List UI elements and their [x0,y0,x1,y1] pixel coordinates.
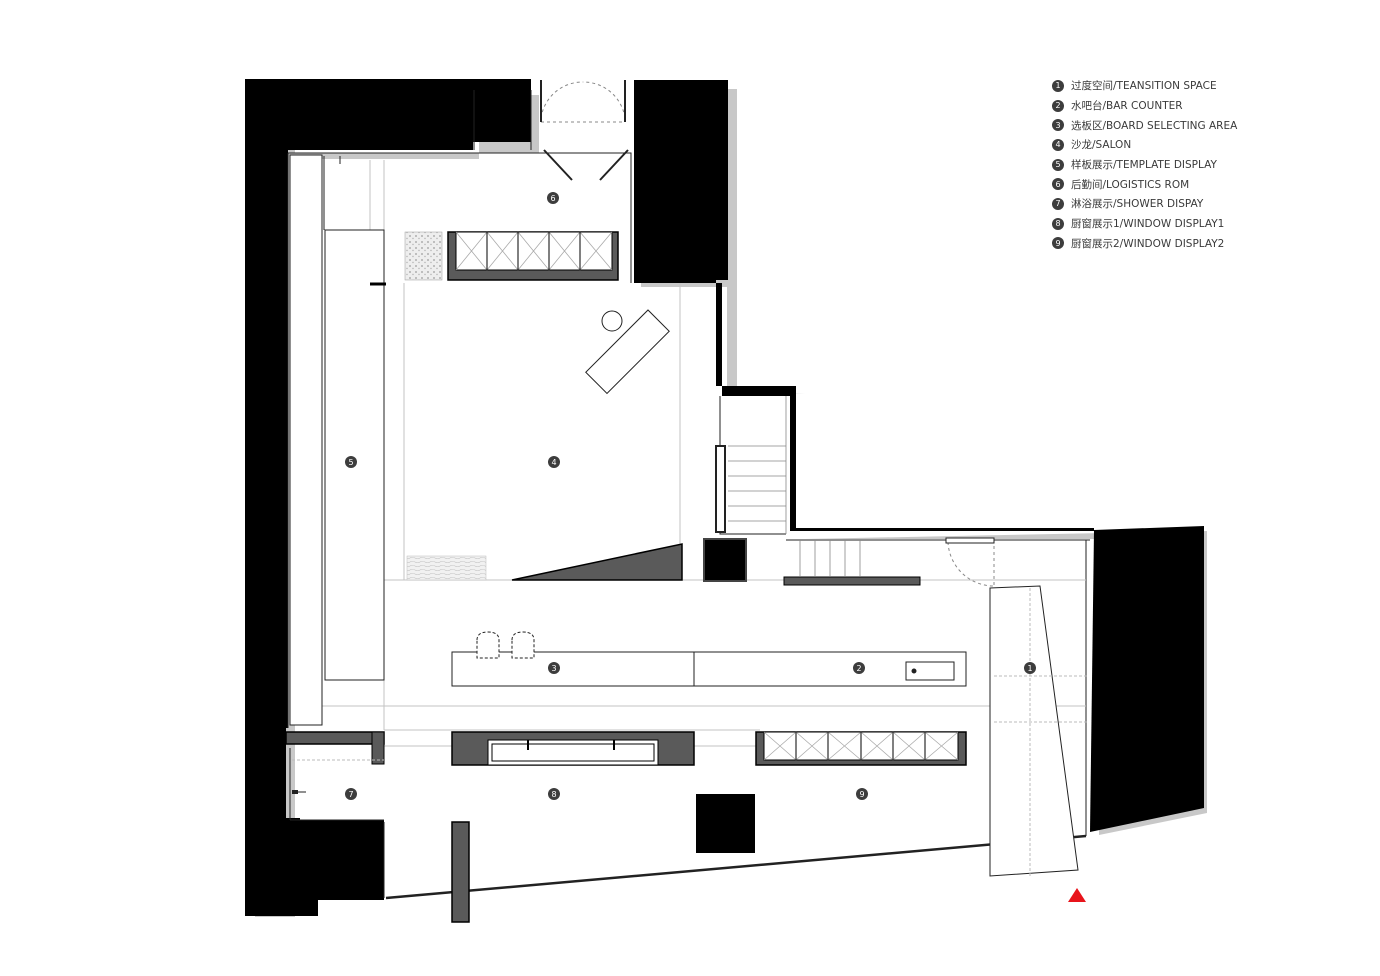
stair-rail [715,445,726,533]
legend-item-8: 8 厨窗展示1/WINDOW DISPLAY1 [1052,214,1352,234]
legend-label-8: 厨窗展示1/WINDOW DISPLAY1 [1071,218,1225,231]
legend-label-9: 厨窗展示2/WINDOW DISPLAY2 [1071,237,1225,250]
svg-text:2: 2 [856,664,861,673]
marker-2: 2 [853,662,865,674]
board-counter [451,631,967,687]
legend-label-4: 沙龙/SALON [1071,139,1132,152]
interior-outline [287,90,1090,900]
triangular-display [511,543,683,581]
window-display-2 [755,731,967,766]
svg-text:3: 3 [551,664,556,673]
stairs [728,396,861,576]
marker-3: 3 [548,662,560,674]
legend-number-3: 3 [1052,119,1064,132]
south-west-pier [286,820,384,900]
east-door [947,540,995,587]
legend-number-4: 4 [1052,138,1064,151]
legend-label-1: 过度空间/TEANSITION SPACE [1071,80,1217,93]
svg-text:1: 1 [1027,664,1032,673]
legend-label-5: 样板展示/TEMPLATE DISPLAY [1071,159,1217,172]
legend-label-7: 淋浴展示/SHOWER DISPAY [1071,198,1204,211]
transition-ramp [989,585,1088,877]
template-display-wall [289,154,386,726]
legend-number-6: 6 [1052,178,1064,191]
display-pillar [696,794,755,853]
legend-item-3: 3 选板区/BOARD SELECTING AREA [1052,115,1352,135]
legend-item-5: 5 样板展示/TEMPLATE DISPLAY [1052,155,1352,175]
marker-1: 1 [1024,662,1036,674]
legend-number-8: 8 [1052,217,1064,230]
legend-item-7: 7 淋浴展示/SHOWER DISPAY [1052,194,1352,214]
legend-label-6: 后勤间/LOGISTICS ROM [1071,178,1190,191]
window-display-1 [451,731,695,766]
legend-number-9: 9 [1052,237,1064,250]
north-door-frame [540,80,629,181]
north-east-block [634,80,728,280]
legend-number-2: 2 [1052,99,1064,112]
stone-tile-patch [404,231,443,281]
marker-4: 4 [548,456,560,468]
legend-number-7: 7 [1052,197,1064,210]
legend-item-2: 2 水吧台/BAR COUNTER [1052,96,1352,116]
cabinet-row-6 [447,231,619,281]
legend-item-1: 1 过度空间/TEANSITION SPACE [1052,76,1352,96]
svg-text:5: 5 [348,458,353,467]
marker-8: 8 [548,788,560,800]
north-double-door [540,81,626,123]
svg-text:6: 6 [550,194,555,203]
exterior-walls [245,79,1204,916]
legend-item-6: 6 后勤间/LOGISTICS ROM [1052,174,1352,194]
salon-stool [601,310,623,332]
entrance-arrow-icon [1068,888,1086,902]
east-wall-block [1090,526,1204,832]
shower-display [285,731,385,821]
wood-floor-patch [406,555,487,581]
legend-label-2: 水吧台/BAR COUNTER [1071,100,1183,113]
svg-text:7: 7 [348,790,353,799]
salon-table [585,309,670,395]
zone-markers: 1 2 3 4 5 6 7 8 9 [345,192,1036,800]
shelf-post [451,821,470,923]
legend-number-1: 1 [1052,79,1064,92]
legend-number-5: 5 [1052,158,1064,171]
legend-item-9: 9 厨窗展示2/WINDOW DISPLAY2 [1052,234,1352,254]
svg-text:4: 4 [551,458,556,467]
svg-text:9: 9 [859,790,864,799]
marker-9: 9 [856,788,868,800]
svg-text:8: 8 [551,790,556,799]
legend-label-3: 选板区/BOARD SELECTING AREA [1071,119,1238,132]
marker-5: 5 [345,456,357,468]
marker-6: 6 [547,192,559,204]
stair-bench [783,576,921,586]
east-door-leaf [945,537,995,544]
west-wall [245,79,531,916]
upper-corner-block [466,80,531,92]
marker-7: 7 [345,788,357,800]
legend-item-4: 4 沙龙/SALON [1052,135,1352,155]
square-pillar-display [703,538,747,582]
